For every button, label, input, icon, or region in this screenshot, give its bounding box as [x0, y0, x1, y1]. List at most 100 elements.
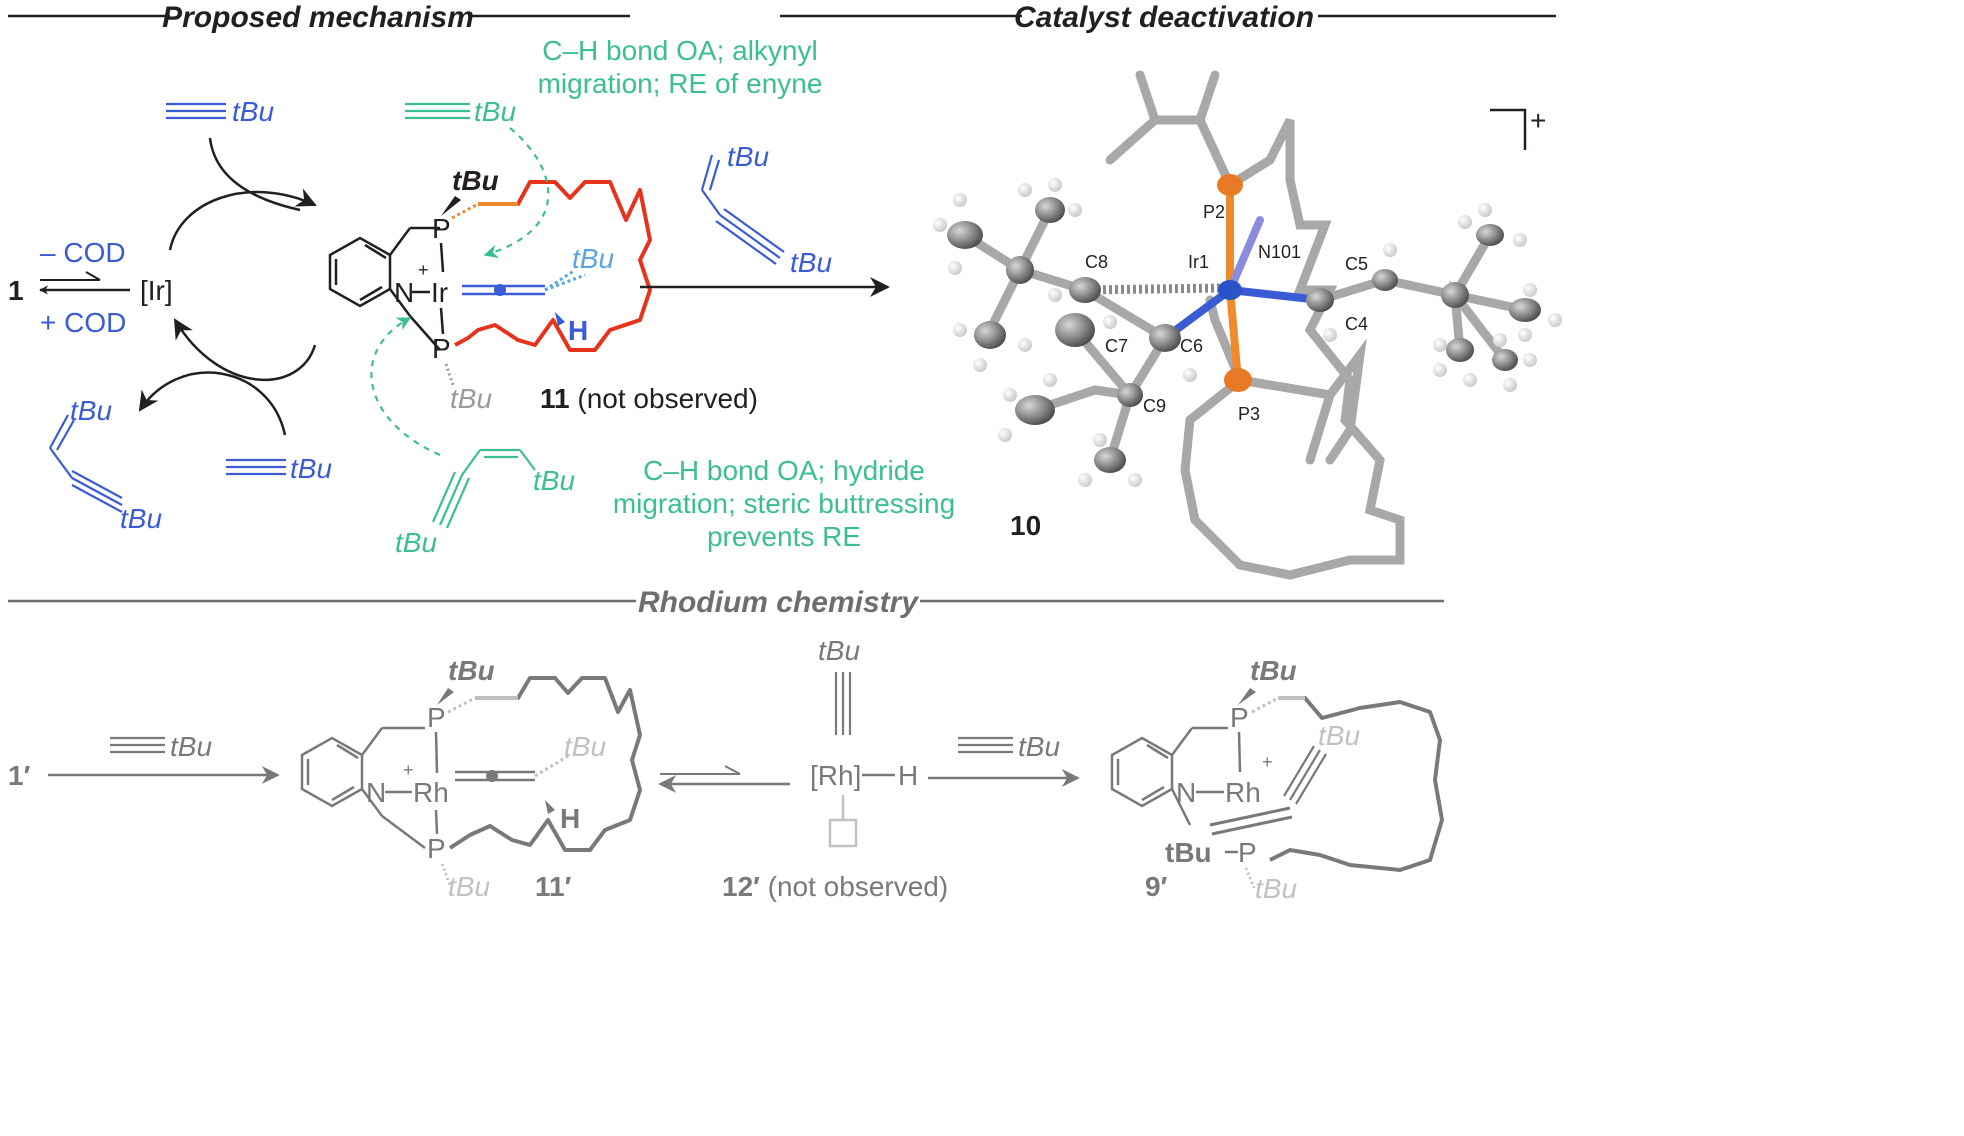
teal-arrow-hydride [370, 317, 441, 457]
phosphorus-top: P [432, 213, 451, 244]
tbu-alkyne-bottom: tBu [226, 453, 332, 484]
teal-alkyne: tBu [405, 96, 516, 127]
atom-labels: P2 C8 Ir1 N101 C5 C4 C7 C6 C9 P3 [1085, 202, 1368, 424]
structure-charge: + [1530, 105, 1546, 136]
reagent-tbu-bottom: tBu [790, 247, 832, 278]
svg-text:Rh: Rh [1225, 777, 1261, 808]
svg-text:+: + [1262, 752, 1273, 772]
atom-label-ir1: Ir1 [1188, 252, 1209, 272]
svg-text:H: H [898, 760, 918, 791]
annotation-bottom: C–H bond OA; hydride migration; steric b… [613, 455, 955, 552]
tbu-alkyne-top: tBu [166, 96, 274, 127]
cycle-arc-bottom [173, 318, 317, 382]
atom-label-c5: C5 [1345, 254, 1368, 274]
compound-1-prime: 1′ [8, 760, 31, 791]
svg-text:tBu: tBu [564, 731, 606, 762]
svg-text:tBu: tBu [448, 655, 495, 686]
header-rhodium-chemistry-text: Rhodium chemistry [638, 586, 919, 619]
iridium-center: Ir [431, 277, 448, 308]
atom-label-c4: C4 [1345, 314, 1368, 334]
svg-text:C–H bond OA; alkynyl: C–H bond OA; alkynyl [542, 35, 817, 66]
enyne-product [49, 414, 123, 513]
atom-label-n101: N101 [1258, 242, 1301, 262]
svg-text:tBu: tBu [1255, 873, 1297, 904]
svg-text:tBu: tBu [1165, 837, 1212, 868]
header-proposed-mechanism-text: Proposed mechanism [162, 1, 474, 34]
atom-label-p2: P2 [1203, 202, 1225, 222]
svg-text:tBu: tBu [474, 96, 516, 127]
label-9-prime: 9′ [1145, 871, 1168, 902]
iridium-label: [Ir] [140, 275, 173, 306]
atom-label-c6: C6 [1180, 336, 1203, 356]
atom-label-c8: C8 [1085, 252, 1108, 272]
svg-text:migration; RE of enyne: migration; RE of enyne [538, 68, 823, 99]
plus-cod-label: + COD [40, 307, 126, 338]
catalytic-cycle: 1 – COD + COD [Ir] tBu tBu [8, 96, 332, 534]
label-11: 11 (not observed) [540, 383, 758, 414]
minus-cod-label: – COD [40, 237, 126, 268]
svg-text:H: H [560, 803, 580, 834]
pyridine-nitrogen: N [394, 277, 414, 308]
reagent-tbu-top: tBu [727, 141, 769, 172]
header-catalyst-deactivation-text: Catalyst deactivation [1014, 1, 1314, 34]
svg-text:Rh: Rh [413, 777, 449, 808]
svg-text:tBu: tBu [818, 635, 860, 666]
atom-label-c9: C9 [1143, 396, 1166, 416]
tbu-alkyne: tBu [572, 243, 614, 274]
svg-text:P: P [427, 702, 446, 733]
atom-label-c7: C7 [1105, 336, 1128, 356]
svg-text:[Rh]: [Rh] [810, 760, 861, 791]
enyne-bottom-label: tBu [120, 503, 162, 534]
thermal-ellipsoids [947, 174, 1541, 473]
svg-text:tBu: tBu [1018, 731, 1060, 762]
svg-text:tBu: tBu [395, 527, 437, 558]
svg-text:tBu: tBu [1318, 720, 1360, 751]
agostic-bond [1084, 283, 1223, 295]
deactivation-arrow: tBu tBu [640, 141, 890, 297]
cycle-arc-top [168, 188, 317, 251]
enyne-release-arrow [138, 371, 287, 436]
svg-text:N: N [366, 777, 386, 808]
header-proposed-mechanism: Proposed mechanism [8, 1, 630, 34]
tbu-top: tBu [452, 165, 499, 196]
svg-text:+: + [403, 760, 414, 780]
teal-enyne [431, 448, 536, 529]
annotation-top: C–H bond OA; alkynyl migration; RE of en… [538, 35, 823, 99]
pyridine-ring [328, 226, 441, 351]
hydrogen-atoms [933, 178, 1562, 487]
rh-hydride-12-prime: tBu [Rh] H 12′ (not observed) [722, 635, 948, 902]
phosphorus-bottom: P [432, 333, 451, 364]
svg-text:P: P [1230, 702, 1249, 733]
tbu-bottom: tBu [450, 383, 492, 414]
label-11-prime: 11′ [535, 871, 572, 902]
rh-complex-9-prime: N Rh + P tBu tBu tBu P tBu [1110, 655, 1444, 904]
svg-text:prevents RE: prevents RE [707, 521, 861, 552]
intermediate-11: N Ir + P tBu P tBu tBu H 11 (not observe… [328, 96, 758, 558]
compound-1-label: 1 [8, 275, 24, 306]
compound-10-label: 10 [1010, 510, 1041, 541]
macrocycle-sticks [1105, 70, 1405, 580]
atom-label-p3: P3 [1238, 404, 1260, 424]
red-macrocycle [454, 180, 652, 352]
svg-text:tBu: tBu [1250, 655, 1297, 686]
header-rhodium-chemistry: Rhodium chemistry [8, 586, 1444, 619]
teal-arrow-alkynyl [483, 127, 550, 259]
svg-text:P: P [1238, 837, 1257, 868]
svg-text:migration; steric buttressing: migration; steric buttressing [613, 488, 955, 519]
alkyne-top-label: tBu [232, 96, 274, 127]
svg-text:N: N [1176, 777, 1196, 808]
header-catalyst-deactivation: Catalyst deactivation [780, 1, 1556, 34]
hydride: H [568, 315, 588, 346]
enyne-top-label: tBu [70, 395, 112, 426]
rhodium-scheme: 1′ tBu N Rh + P [8, 635, 1444, 904]
crystal-structure-10: P2 C8 Ir1 N101 C5 C4 C7 C6 C9 P3 + 10 [933, 70, 1562, 580]
svg-text:P: P [427, 833, 446, 864]
svg-text:tBu: tBu [448, 871, 490, 902]
svg-text:C–H bond OA; hydride: C–H bond OA; hydride [643, 455, 925, 486]
svg-text:tBu: tBu [170, 731, 212, 762]
alkyne-bottom-label: tBu [290, 453, 332, 484]
charge-plus: + [418, 260, 429, 280]
rh-complex-11-prime: N Rh + P tBu P tBu tBu H 11′ [300, 655, 642, 902]
svg-text:tBu: tBu [533, 465, 575, 496]
